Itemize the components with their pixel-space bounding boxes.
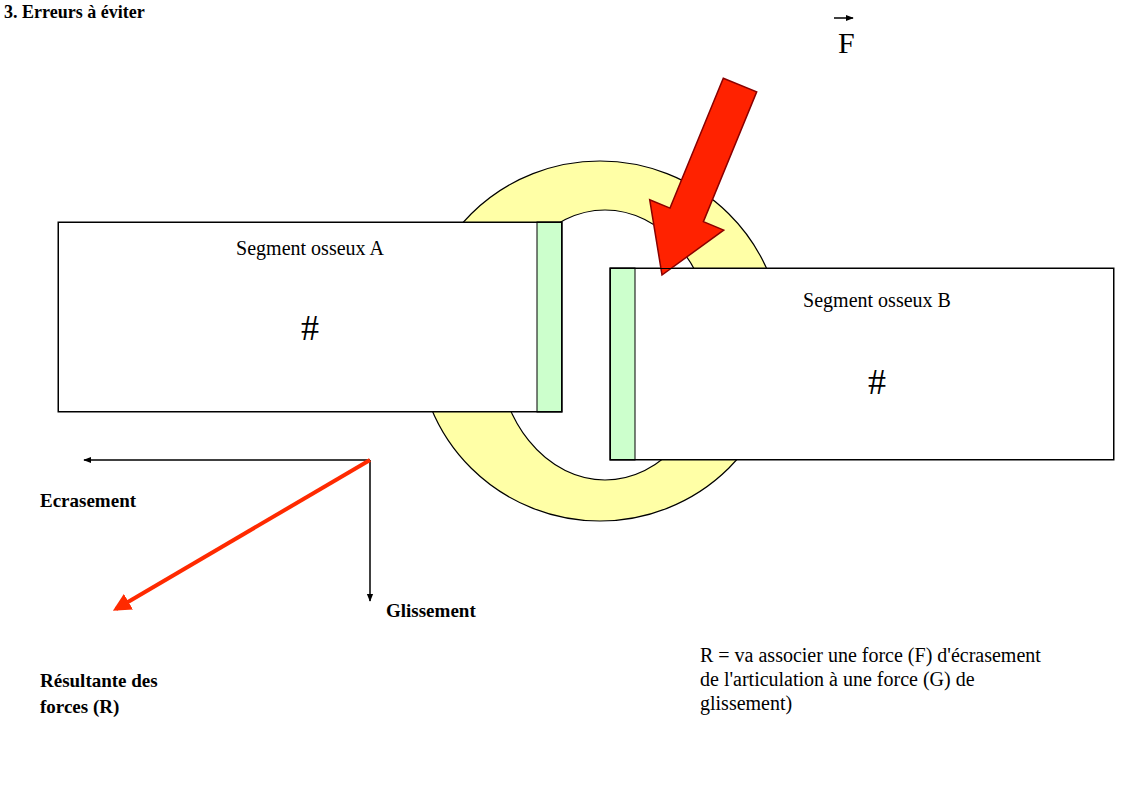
vector-label: Résultante des forces (R) (40, 668, 190, 719)
vector-arrow (834, 17, 853, 19)
resultant-vector (116, 460, 370, 609)
vector-label: Glissement (386, 600, 476, 622)
fracture-mark: # (59, 307, 561, 349)
cartilage (610, 268, 635, 460)
segment-label: Segment osseux B (641, 289, 1113, 312)
cartilage (537, 222, 562, 412)
fracture-mark: # (641, 361, 1113, 403)
bone-segment: Segment osseux A # (58, 222, 562, 412)
vector-label: Ecrasement (40, 490, 136, 512)
bone-fill (58, 222, 562, 412)
force-arrow (650, 78, 757, 275)
sliding-vector (369, 460, 371, 601)
bone-segment: Segment osseux B # (610, 268, 1114, 460)
segment-label: Segment osseux A (59, 237, 561, 260)
explanation-note: R = va associer une force (F) d'écraseme… (700, 643, 1060, 715)
section-heading: 3. Erreurs à éviter (4, 2, 145, 23)
bone-fill (610, 268, 1114, 460)
force-symbol: F (838, 26, 855, 61)
crushing-vector (84, 459, 370, 461)
